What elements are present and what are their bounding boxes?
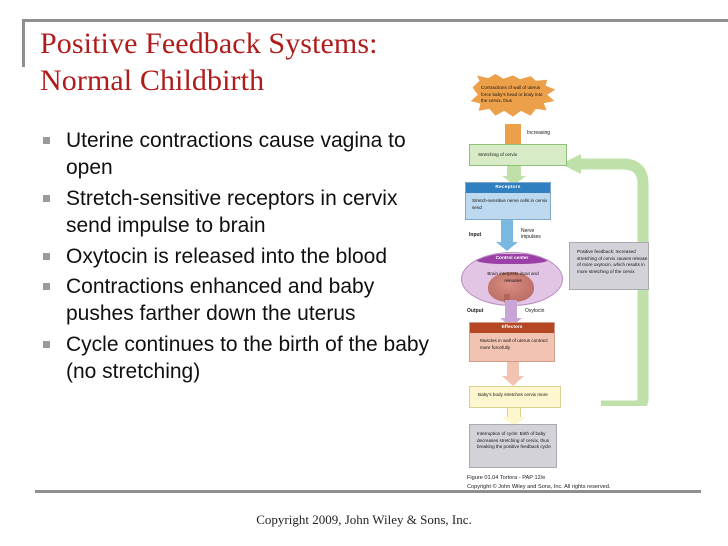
interruption-of-cycle-label: Interruption of cycle: Birth of baby dec… xyxy=(477,431,551,450)
slide-top-rule xyxy=(22,19,728,22)
yellow-down-arrow-icon xyxy=(502,408,526,426)
list-item: Contractions enhanced and baby pushes fa… xyxy=(36,274,446,328)
control-center-body: Brain interprets input and releases xyxy=(487,271,539,283)
slide-left-accent-rule xyxy=(22,19,25,67)
positive-feedback-note-label: Positive feedback: Increased stretching … xyxy=(577,249,648,274)
interruption-of-cycle-box: Interruption of cycle: Birth of baby dec… xyxy=(469,424,557,468)
square-bullet-icon xyxy=(43,194,50,202)
square-bullet-icon xyxy=(43,341,50,349)
nerve-impulses-label: Nerve impulses xyxy=(521,228,541,240)
figure-caption-line2: Copyright © John Wiley and Sons, Inc. Al… xyxy=(467,483,611,490)
list-item: Uterine contractions cause vagina to ope… xyxy=(36,128,446,182)
control-center-header: Control center xyxy=(476,254,548,264)
stretching-of-cervix-box: Stretching of cervix xyxy=(469,144,567,166)
orange-down-arrow-icon xyxy=(500,124,526,154)
figure-caption-line1: Figure 01.04 Tortora - PAP 12/e xyxy=(467,475,546,481)
square-bullet-icon xyxy=(43,283,50,291)
salmon-down-arrow-icon xyxy=(502,362,524,386)
list-item: Oxytocin is released into the blood xyxy=(36,244,446,271)
positive-feedback-diagram: Contractions of wall of uterus force bab… xyxy=(455,74,685,494)
oxytocin-label: Oxytocin xyxy=(525,308,545,314)
stretching-of-cervix-label: Stretching of cervix xyxy=(478,152,518,157)
list-item-label: Oxytocin is released into the blood xyxy=(66,244,388,268)
green-down-arrow-icon xyxy=(502,166,526,185)
list-item-label: Contractions enhanced and baby pushes fa… xyxy=(66,275,375,326)
slide-footer-copyright: Copyright 2009, John Wiley & Sons, Inc. xyxy=(256,512,472,527)
purple-down-arrow-icon xyxy=(500,300,522,327)
receptors-header: Receptors xyxy=(466,183,550,193)
list-item: Stretch-sensitive receptors in cervix se… xyxy=(36,186,446,240)
positive-feedback-note-box: Positive feedback: Increased stretching … xyxy=(569,242,649,290)
square-bullet-icon xyxy=(43,137,50,144)
effectors-header: Effectors xyxy=(470,323,554,333)
list-item-label: Stretch-sensitive receptors in cervix se… xyxy=(66,186,398,237)
list-item: Cycle continues to the birth of the baby… xyxy=(36,332,446,386)
baby-stretches-cervix-label: Baby's body stretches cervix more xyxy=(478,392,548,397)
receptors-body: Stretch-sensitive nerve cells in cervix … xyxy=(472,198,548,210)
receptors-box: Receptors Stretch-sensitive nerve cells … xyxy=(465,182,551,220)
bullet-list: Uterine contractions cause vagina to ope… xyxy=(36,128,446,390)
baby-stretches-cervix-box: Baby's body stretches cervix more xyxy=(469,386,561,408)
page-title: Positive Feedback Systems: Normal Childb… xyxy=(40,27,378,97)
increasing-label: Increasing xyxy=(527,130,551,136)
square-bullet-icon xyxy=(43,252,50,260)
effectors-body: Muscles in wall of uterus contract more … xyxy=(480,338,548,350)
control-center-ellipse: Control center Brain interprets input an… xyxy=(461,252,563,306)
brain-icon xyxy=(488,272,534,304)
figure-caption: Figure 01.04 Tortora - PAP 12/e Copyrigh… xyxy=(467,474,682,492)
stimulus-text: Contractions of wall of uterus force bab… xyxy=(481,85,543,104)
blue-down-arrow-icon xyxy=(496,220,518,251)
slide-bottom-rule xyxy=(35,490,701,493)
effectors-box: Effectors Muscles in wall of uterus cont… xyxy=(469,322,555,362)
list-item-label: Cycle continues to the birth of the baby… xyxy=(66,333,430,383)
output-label: Output xyxy=(467,308,484,314)
input-label: Input xyxy=(469,232,482,238)
stimulus-starburst: Contractions of wall of uterus force bab… xyxy=(470,74,556,117)
list-item-label: Uterine contractions cause vagina to ope… xyxy=(66,129,406,179)
